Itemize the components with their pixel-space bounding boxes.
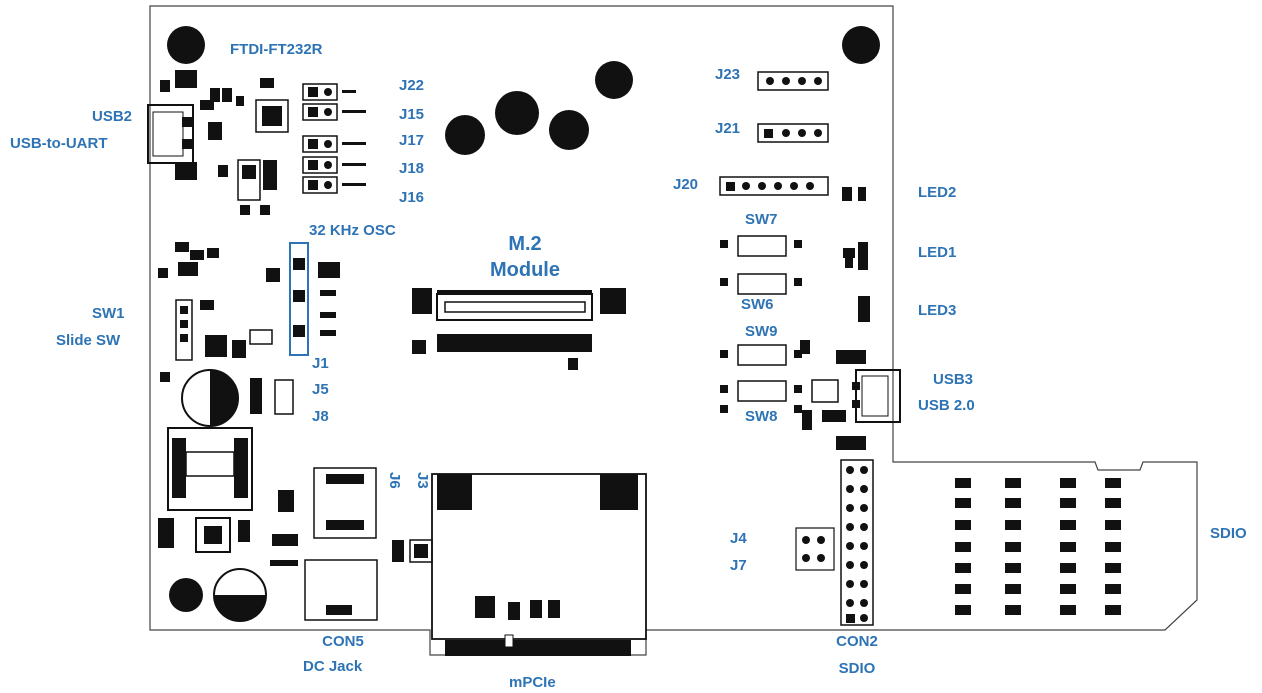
j23-label: J23	[715, 66, 741, 83]
con5-label-line1: CON5	[322, 633, 364, 650]
m2-connector	[412, 288, 626, 370]
j3-label: J3	[414, 472, 431, 489]
ftdi-area	[160, 70, 289, 215]
sdio-edge-pads	[955, 478, 1121, 615]
j21-label: J21	[715, 120, 741, 137]
tactile-switches	[737, 235, 787, 402]
sw9-label: SW9	[745, 323, 778, 340]
switch-pads	[720, 240, 866, 450]
sw8-label: SW8	[745, 408, 778, 425]
j5-label: J5	[312, 381, 329, 398]
sw1-label-line2: Slide SW	[56, 332, 121, 349]
con2-label-line1: CON2	[836, 633, 878, 650]
usb2-connector	[147, 104, 194, 164]
j22-label: J22	[399, 77, 425, 94]
j8-label: J8	[312, 408, 329, 425]
usb2-label-line2: USB-to-UART	[10, 135, 108, 152]
sw1-slide-switch	[158, 242, 280, 382]
j20-label: J20	[673, 176, 699, 193]
j7-label: J7	[730, 557, 747, 574]
j16-label: J16	[399, 189, 425, 206]
con2-header	[795, 459, 874, 626]
j15-label: J15	[399, 106, 425, 123]
led2-label: LED2	[918, 184, 957, 201]
sw1-label-line1: SW1	[92, 305, 125, 322]
usb2-label-line1: USB2	[91, 108, 132, 125]
usb3-label-line2: USB 2.0	[918, 397, 975, 414]
board-outline	[149, 5, 1198, 656]
ftdi-label: FTDI-FT232R	[230, 41, 323, 58]
usb3-connector	[852, 369, 901, 423]
m2-label-line1: M.2	[508, 233, 542, 255]
jumper-pins-left	[308, 87, 366, 190]
mpcie-socket	[431, 473, 647, 656]
j18-label: J18	[399, 160, 425, 177]
mpcie-label: mPCIe	[509, 674, 556, 691]
jumper-headers-left	[302, 83, 338, 194]
leds	[842, 187, 870, 322]
mounting-holes	[167, 26, 880, 612]
led1-label: LED1	[918, 244, 957, 261]
con5-label-line2: DC Jack	[303, 658, 363, 675]
sw6-label: SW6	[741, 296, 774, 313]
sdio-edge-label: SDIO	[1210, 525, 1247, 542]
sw7-label: SW7	[745, 211, 778, 228]
usb3-label-line1: USB3	[932, 371, 973, 388]
j6-label: J6	[386, 472, 403, 489]
con2-label-line2: SDIO	[838, 660, 876, 677]
osc-and-j1	[289, 242, 340, 356]
j1-label: J1	[312, 355, 329, 372]
j17-label: J17	[399, 132, 425, 149]
m2-label-line2: Module	[490, 259, 560, 281]
coin-cell	[181, 369, 294, 427]
right-headers	[719, 71, 829, 196]
led3-label: LED3	[918, 302, 957, 319]
osc-label: 32 KHz OSC	[309, 222, 396, 239]
j4-label: J4	[730, 530, 747, 547]
power-area	[158, 427, 378, 622]
